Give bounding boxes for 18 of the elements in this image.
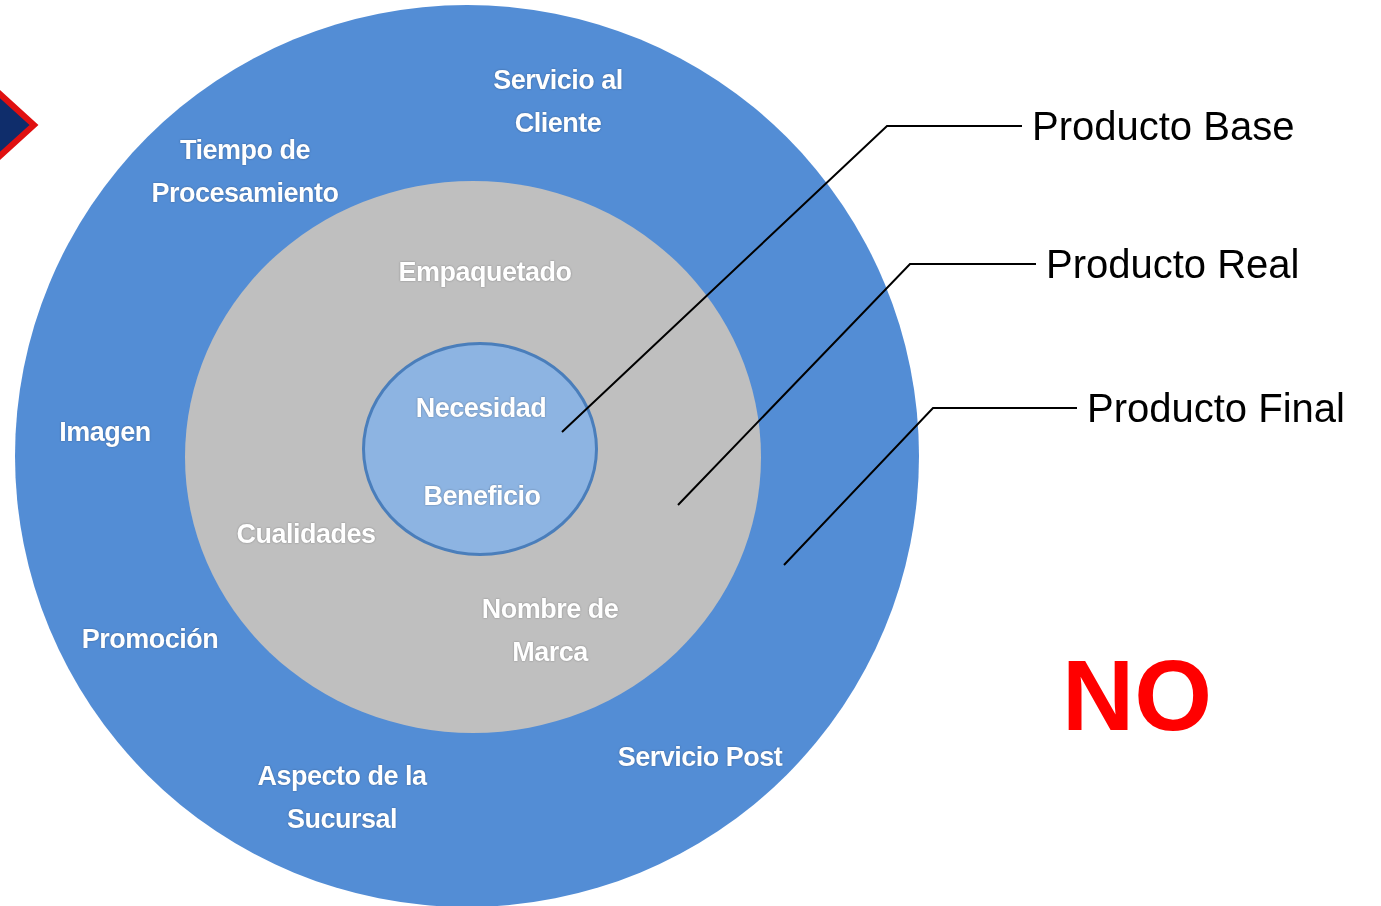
leader-label: Producto Real — [1046, 244, 1300, 284]
leader-line — [561, 125, 1023, 433]
ring-label: Aspecto de la Sucursal — [256, 759, 429, 836]
ring-label: Servicio Post — [616, 741, 784, 775]
ring-label: Promoción — [80, 623, 220, 657]
ring-label: Imagen — [58, 416, 152, 450]
note-text: NO — [1062, 645, 1212, 745]
ring-label: Servicio al Cliente — [492, 63, 624, 140]
ring-label: Cualidades — [235, 518, 377, 552]
leader-line — [677, 263, 1037, 506]
leader-label: Producto Final — [1087, 388, 1345, 428]
ring-label: Tiempo de Procesamiento — [150, 133, 340, 210]
ring-label: Beneficio — [422, 480, 542, 514]
ring-label: Necesidad — [414, 392, 548, 426]
ring-label: Nombre de Marca — [480, 592, 620, 669]
ring-label: Empaquetado — [397, 256, 573, 290]
leader-line — [783, 407, 1078, 566]
leader-label: Producto Base — [1032, 106, 1295, 146]
